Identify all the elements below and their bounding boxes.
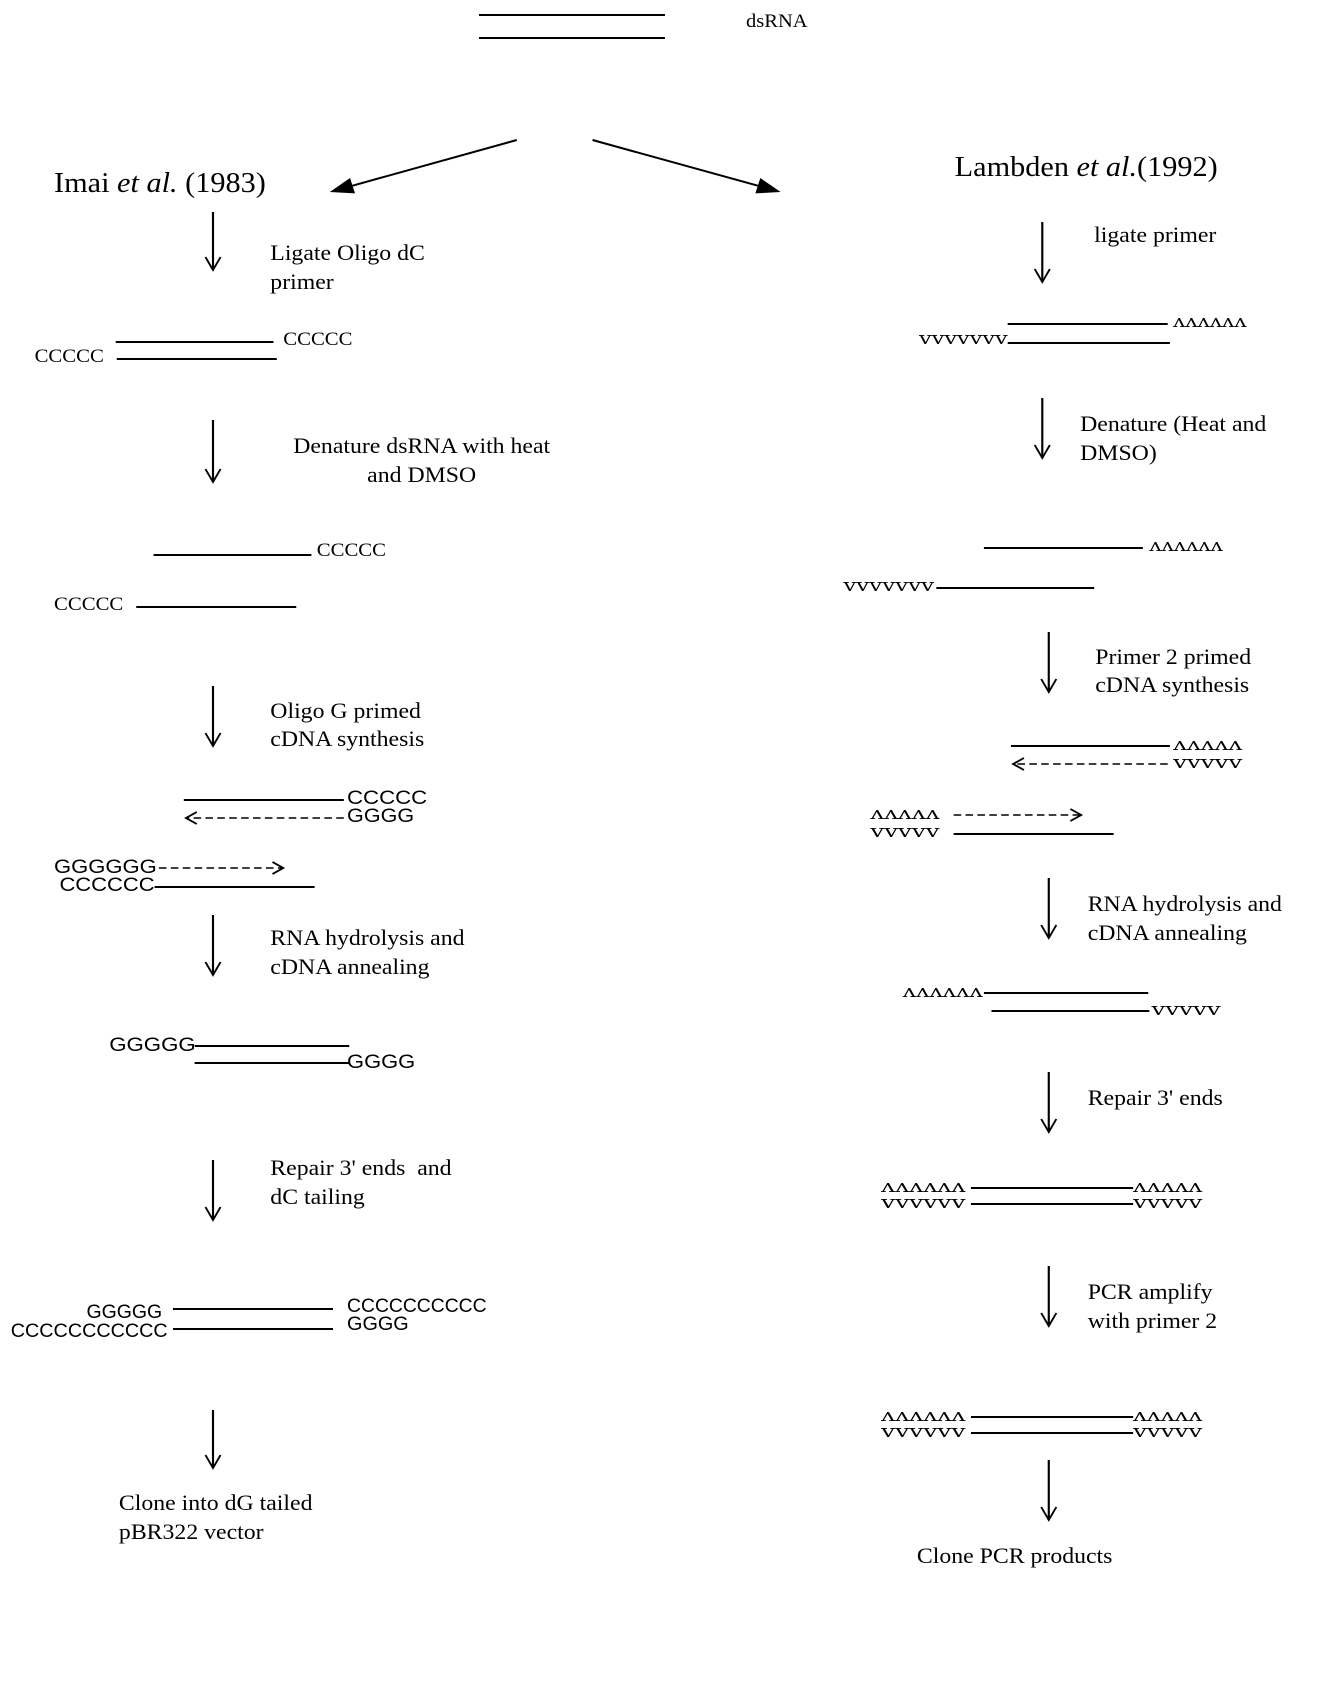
left-step-label: pBR322 vector <box>119 1520 264 1544</box>
right-step-label: ligate primer <box>1094 223 1217 247</box>
primer-tail: ʌʌʌʌʌʌ <box>901 983 982 1002</box>
left-step-label: cDNA synthesis <box>270 727 424 751</box>
arrow-down-icon <box>1040 1312 1058 1328</box>
primer-tail: ʌʌʌʌʌʌ <box>1148 537 1223 556</box>
primer-tail: ʌʌʌʌʌʌ <box>880 1178 966 1197</box>
arrow-down-icon <box>204 961 222 977</box>
left-step-label: Ligate Oligo dC <box>270 241 425 265</box>
left-step-label: and DMSO <box>367 463 476 487</box>
oligo-dc-tail: CCCCC <box>35 346 104 367</box>
arrowhead-icon <box>329 178 356 194</box>
right-step-label: Repair 3' ends <box>1088 1086 1223 1110</box>
left-step-label: primer <box>270 270 334 294</box>
arrow-down-icon <box>1040 1118 1058 1134</box>
left-step-label: Oligo G primed <box>270 699 421 723</box>
primer-tail: vvvvv <box>1172 754 1243 773</box>
dsrna-label: dsRNA <box>746 11 808 32</box>
cdna-arrowhead-icon <box>1011 757 1025 771</box>
primer-tail: vvvvvv <box>880 1423 966 1442</box>
primer-tail: ʌʌʌʌʌ <box>1172 736 1243 755</box>
primer-tail: vvvvv <box>1150 1001 1221 1020</box>
oligo-dg-tail: GGGG <box>347 1052 415 1073</box>
right-step-label: Clone PCR products <box>917 1544 1113 1568</box>
left-title-etal: et al. <box>117 168 178 199</box>
oligo-dg-tail: GGGGG <box>109 1035 195 1056</box>
arrow-down-icon <box>1033 268 1051 284</box>
left-step-label: Denature dsRNA with heat <box>293 434 551 458</box>
oligo-dc-tail: CCCCCCCCCCC <box>11 1321 168 1342</box>
oligo-dc-tail: CCCCCC <box>59 875 154 896</box>
left-method-title: Imai et al.(1983) <box>16 168 288 199</box>
left-step-label: cDNA annealing <box>270 955 430 979</box>
right-step-label: with primer 2 <box>1088 1309 1217 1333</box>
arrow-down-icon <box>204 1206 222 1222</box>
right-step-label: Primer 2 primed <box>1095 645 1251 669</box>
left-step-label: Clone into dG tailed <box>119 1491 313 1515</box>
primer-tail: vvvvvv <box>880 1194 966 1213</box>
right-step-label: Denature (Heat and <box>1080 412 1267 436</box>
oligo-dg-tail: GGGG <box>347 806 414 827</box>
primer-tail: vvvvv <box>869 823 940 842</box>
right-step-label: cDNA annealing <box>1088 921 1248 945</box>
oligo-dc-tail: CCCCC <box>283 329 352 350</box>
left-title-year: (1983) <box>185 168 266 199</box>
primer-tail: vvvvv <box>1132 1194 1203 1213</box>
primer-tail: ʌʌʌʌʌʌ <box>880 1407 966 1426</box>
arrowhead-icon <box>755 178 781 194</box>
arrow-down-icon <box>204 732 222 748</box>
left-step-label: Repair 3' ends and <box>270 1156 452 1180</box>
oligo-dc-tail: CCCCC <box>54 594 123 615</box>
arrow-down-icon <box>1033 444 1051 460</box>
diagram-geometry <box>115 14 1170 1522</box>
primer-tail: vvvvvvv <box>842 577 934 596</box>
arrow-down-icon <box>1040 1506 1058 1522</box>
arrow-down-icon <box>204 1454 222 1470</box>
arrow-down-icon <box>204 468 222 484</box>
right-step-label: RNA hydrolysis and <box>1088 892 1283 916</box>
branch-arrow <box>352 139 518 187</box>
right-title-etal: et al. <box>1077 152 1138 183</box>
branch-arrow <box>592 139 759 187</box>
oligo-dc-tail: CCCCCCCCCC <box>347 1296 486 1317</box>
right-step-label: DMSO) <box>1080 441 1157 465</box>
cdna-arrowhead-icon <box>184 811 198 825</box>
left-step-label: RNA hydrolysis and <box>270 926 465 950</box>
primer-tail: ʌʌʌʌʌ <box>1132 1178 1203 1197</box>
arrow-down-icon <box>204 256 222 272</box>
primer-tail: ʌʌʌʌʌʌ <box>1172 313 1247 332</box>
arrow-down-icon <box>1040 678 1058 694</box>
right-title-author: Lambden <box>955 152 1070 183</box>
right-step-label: cDNA synthesis <box>1095 673 1249 697</box>
left-title-author: Imai <box>54 168 109 199</box>
primer-tail: ʌʌʌʌʌ <box>1132 1407 1203 1426</box>
primer-tail: vvvvv <box>1132 1423 1203 1442</box>
oligo-dg-tail: GGGGGG <box>54 857 157 878</box>
primer-tail: vvvvvvv <box>918 330 1008 349</box>
arrow-down-icon <box>1040 924 1058 940</box>
oligo-dg-tail: GGGG <box>347 1314 409 1335</box>
oligo-dg-tail: GGGGG <box>86 1302 162 1323</box>
cdna-arrowhead-icon <box>1069 808 1084 822</box>
primer-tail: ʌʌʌʌʌ <box>869 805 940 824</box>
left-step-label: dC tailing <box>270 1185 365 1209</box>
oligo-dc-tail: CCCCC <box>347 788 427 809</box>
right-step-label: PCR amplify <box>1088 1280 1213 1304</box>
right-title-year: (1992) <box>1137 152 1218 183</box>
cdna-arrowhead-icon <box>271 861 286 875</box>
oligo-dc-tail: CCCCC <box>317 540 386 561</box>
